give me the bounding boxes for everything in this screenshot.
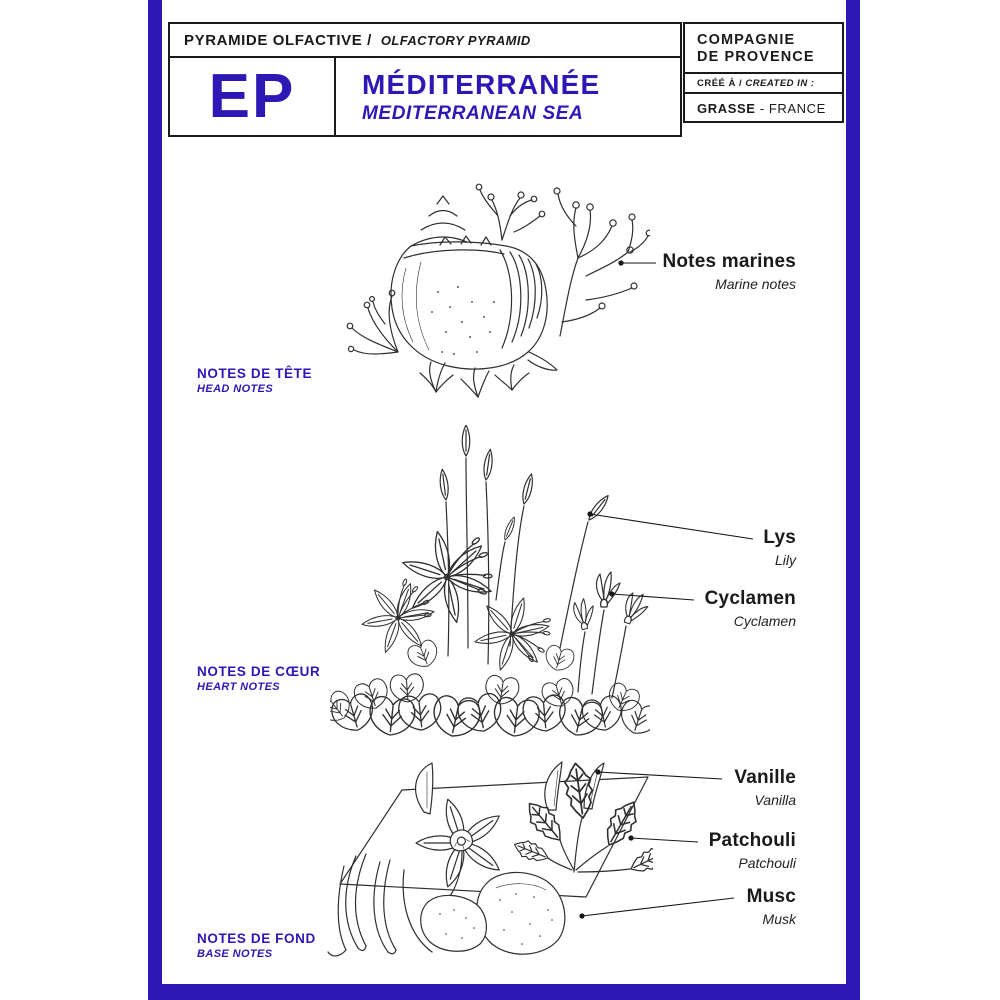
base-notes-label: NOTES DE FOND BASE NOTES [197,931,316,960]
vanilla-pods-icon [327,853,433,957]
seashell-coral-illustration [346,183,650,398]
frame-bottom-bar [148,984,860,1000]
cyclamen-flower-icon [595,571,621,608]
note-cyclamen-en: Cyclamen [733,613,796,629]
heart-notes-en: HEART NOTES [197,681,281,693]
created-in-label: CRÉÉ À / CREATED IN : [685,74,842,95]
created-country: - FRANCE [759,101,826,117]
note-patchouli-en: Patchouli [738,855,796,871]
note-cyclamen-fr: Cyclamen [704,588,796,609]
frame-left-bar [148,0,162,1000]
lily-bud-pointer [585,492,612,523]
head-notes-en: HEAD NOTES [197,383,274,395]
product-name-en: MEDITERRANEAN SEA [362,102,584,124]
note-lily-en: Lily [774,552,796,568]
base-notes-en: BASE NOTES [197,948,273,960]
cyclamen-stems-icon [577,609,627,699]
vanilla-flower-icon [415,796,505,897]
note-vanilla-en: Vanilla [754,792,796,808]
lily-stems-icon [445,457,589,665]
base-notes-illustration [327,760,653,957]
note-lily-fr: Lys [763,527,796,548]
note-callout-vanilla: Vanille Vanilla [734,767,796,808]
seashell-icon [390,195,558,371]
product-box: EP MÉDITERRANÉE MEDITERRANEAN SEA [168,56,682,137]
product-name-fr: MÉDITERRANÉE [362,68,601,100]
head-notes-fr: NOTES DE TÊTE [197,366,313,381]
flowers-illustration [330,425,650,737]
created-place: GRASSE - FRANCE [685,94,842,123]
created-label-en: CREATED IN : [745,78,815,90]
brand-line1: COMPAGNIE [697,32,796,48]
note-callout-cyclamen: Cyclamen Cyclamen [705,588,796,629]
coral-right-icon [553,187,650,337]
note-callout-patchouli: Patchouli Patchouli [709,830,796,871]
patchouli-stems-icon [547,817,631,873]
product-title: MÉDITERRANÉE MEDITERRANEAN SEA [336,58,680,135]
note-marine-en: Marine notes [715,276,796,292]
base-notes-fr: NOTES DE FOND [197,931,316,946]
created-label-fr: CRÉÉ À / [697,78,743,90]
frame-right-bar [846,0,860,1000]
created-city: GRASSE [697,101,756,117]
note-callout-musk: Musc Musk [747,886,796,927]
brand-name: COMPAGNIE DE PROVENCE [685,24,842,75]
head-notes-label: NOTES DE TÊTE HEAD NOTES [197,366,312,395]
heart-notes-fr: NOTES DE CŒUR [197,664,321,679]
header-title-en: OLFACTORY PYRAMID [380,32,531,48]
note-musk-fr: Musc [746,886,796,907]
brand-box: COMPAGNIE DE PROVENCE CRÉÉ À / CREATED I… [683,22,844,123]
musk-stones-icon [420,871,566,955]
product-initials: EP [170,58,336,135]
header-title-fr: PYRAMIDE OLFACTIVE / [184,31,372,49]
brand-line2: DE PROVENCE [697,49,815,66]
note-marine-fr: Notes marines [662,251,796,272]
header-title-box: PYRAMIDE OLFACTIVE / OLFACTORY PYRAMID [168,22,682,58]
seaweed-icon [419,361,530,398]
coral-left-icon [346,289,399,355]
note-vanilla-fr: Vanille [734,767,796,788]
coral-top-icon [475,183,546,241]
vanilla-leaves-icon [415,761,605,815]
heart-notes-label: NOTES DE CŒUR HEART NOTES [197,664,320,693]
note-callout-marine: Notes marines Marine notes [662,251,796,292]
note-patchouli-fr: Patchouli [708,830,796,851]
note-callout-lily: Lys Lily [763,527,796,568]
note-musk-en: Musk [762,911,796,927]
